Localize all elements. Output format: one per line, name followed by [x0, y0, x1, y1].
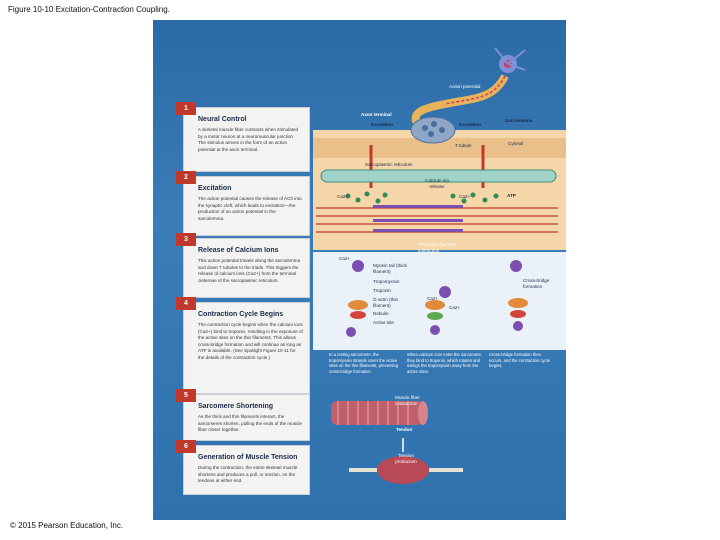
cytosol-label: Cytosol: [508, 141, 523, 147]
sarcoplasmic-reticulum-label: Sarcoplasmic reticulum: [365, 162, 412, 168]
tropomyosin-label: Tropomyosin: [373, 279, 399, 285]
excitation-right-label: Excitation: [459, 122, 481, 128]
myosin-tail-label: Myosin tail (thick filament): [373, 263, 413, 274]
muscle-fiber-contraction-label: Muscle fiber contraction: [395, 395, 429, 406]
action-potential-label: Action potential: [449, 84, 480, 90]
thick-thin-interaction-label: Thick-thin filament interaction: [418, 242, 466, 253]
calcium-ion-release-label: Calcium ion release: [417, 178, 457, 189]
ca-small-label: Ca2+: [339, 256, 350, 262]
atp-label: ATP: [507, 193, 516, 199]
troponin-label: Troponin: [373, 288, 391, 294]
neuromuscular-illustration: [153, 20, 566, 520]
figure-poster: 1 Neural Control A skeletal muscle fiber…: [153, 20, 566, 520]
nebulin-label: Nebulin: [373, 311, 389, 317]
t-tubule-label: T tubule: [455, 143, 472, 149]
excitation-left-label: Excitation: [371, 122, 393, 128]
ca-b2-label: Ca2+: [449, 305, 460, 311]
tendon-label: Tendon: [396, 427, 412, 433]
cross-bridge-formation-label: Cross-bridge formation: [523, 278, 559, 289]
active-site-label: Active site: [373, 320, 394, 326]
tension-production-label: Tension production: [391, 453, 421, 464]
g-actin-label: G-actin (thin filament): [373, 297, 413, 308]
ca-left-label: Ca2+: [337, 194, 348, 200]
resting-sarcomere-caption: In a resting sarcomere, the tropomyosin …: [329, 352, 401, 374]
figure-title: Figure 10-10 Excitation-Contraction Coup…: [8, 5, 170, 14]
calcium-enters-caption: When calcium ions enter the sarcomere, t…: [407, 352, 483, 374]
ca-right-label: Ca2+: [459, 194, 470, 200]
axon-terminal-label: Axon terminal: [361, 112, 392, 118]
sarcolemma-label: Sarcolemma: [505, 118, 532, 124]
copyright-notice: © 2015 Pearson Education, Inc.: [10, 521, 123, 530]
cross-bridge-caption: Cross-bridge formation then occurs, and …: [489, 352, 551, 369]
ca-b1-label: Ca2+: [427, 296, 438, 302]
